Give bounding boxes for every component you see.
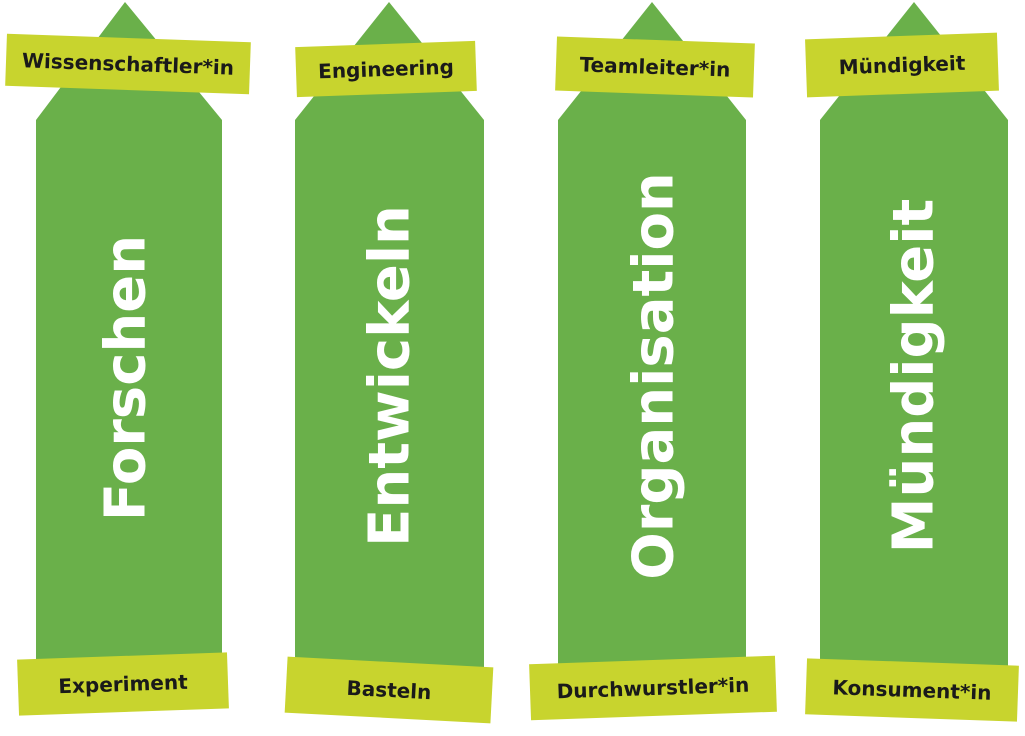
up-arrow-shape <box>295 2 484 670</box>
main-label: Mündigkeit <box>881 198 947 554</box>
column-entwickeln: Entwickeln Engineering Basteln <box>260 0 520 736</box>
top-tag: Engineering <box>295 40 477 98</box>
column-muendigkeit: Mündigkeit Mündigkeit Konsument*in <box>780 0 1025 736</box>
top-tag: Mündigkeit <box>805 32 999 98</box>
bottom-tag: Konsument*in <box>805 658 1019 722</box>
top-tag: Teamleiter*in <box>555 36 755 98</box>
bottom-tag: Durchwurstler*in <box>529 655 777 721</box>
up-arrow-shape <box>36 2 222 670</box>
main-label: Entwickeln <box>357 205 423 547</box>
main-label: Organisation <box>621 172 687 580</box>
column-organisation: Organisation Teamleiter*in Durchwurstler… <box>520 0 780 736</box>
main-label: Forschen <box>93 234 159 522</box>
bottom-tag: Experiment <box>17 652 229 716</box>
top-tag: Wissenschaftler*in <box>5 33 251 95</box>
bottom-tag: Basteln <box>284 656 494 724</box>
up-arrow-shape <box>558 2 746 670</box>
column-forschen: Forschen Wissenschaftler*in Experiment <box>0 0 260 736</box>
up-arrow-shape <box>820 2 1008 670</box>
